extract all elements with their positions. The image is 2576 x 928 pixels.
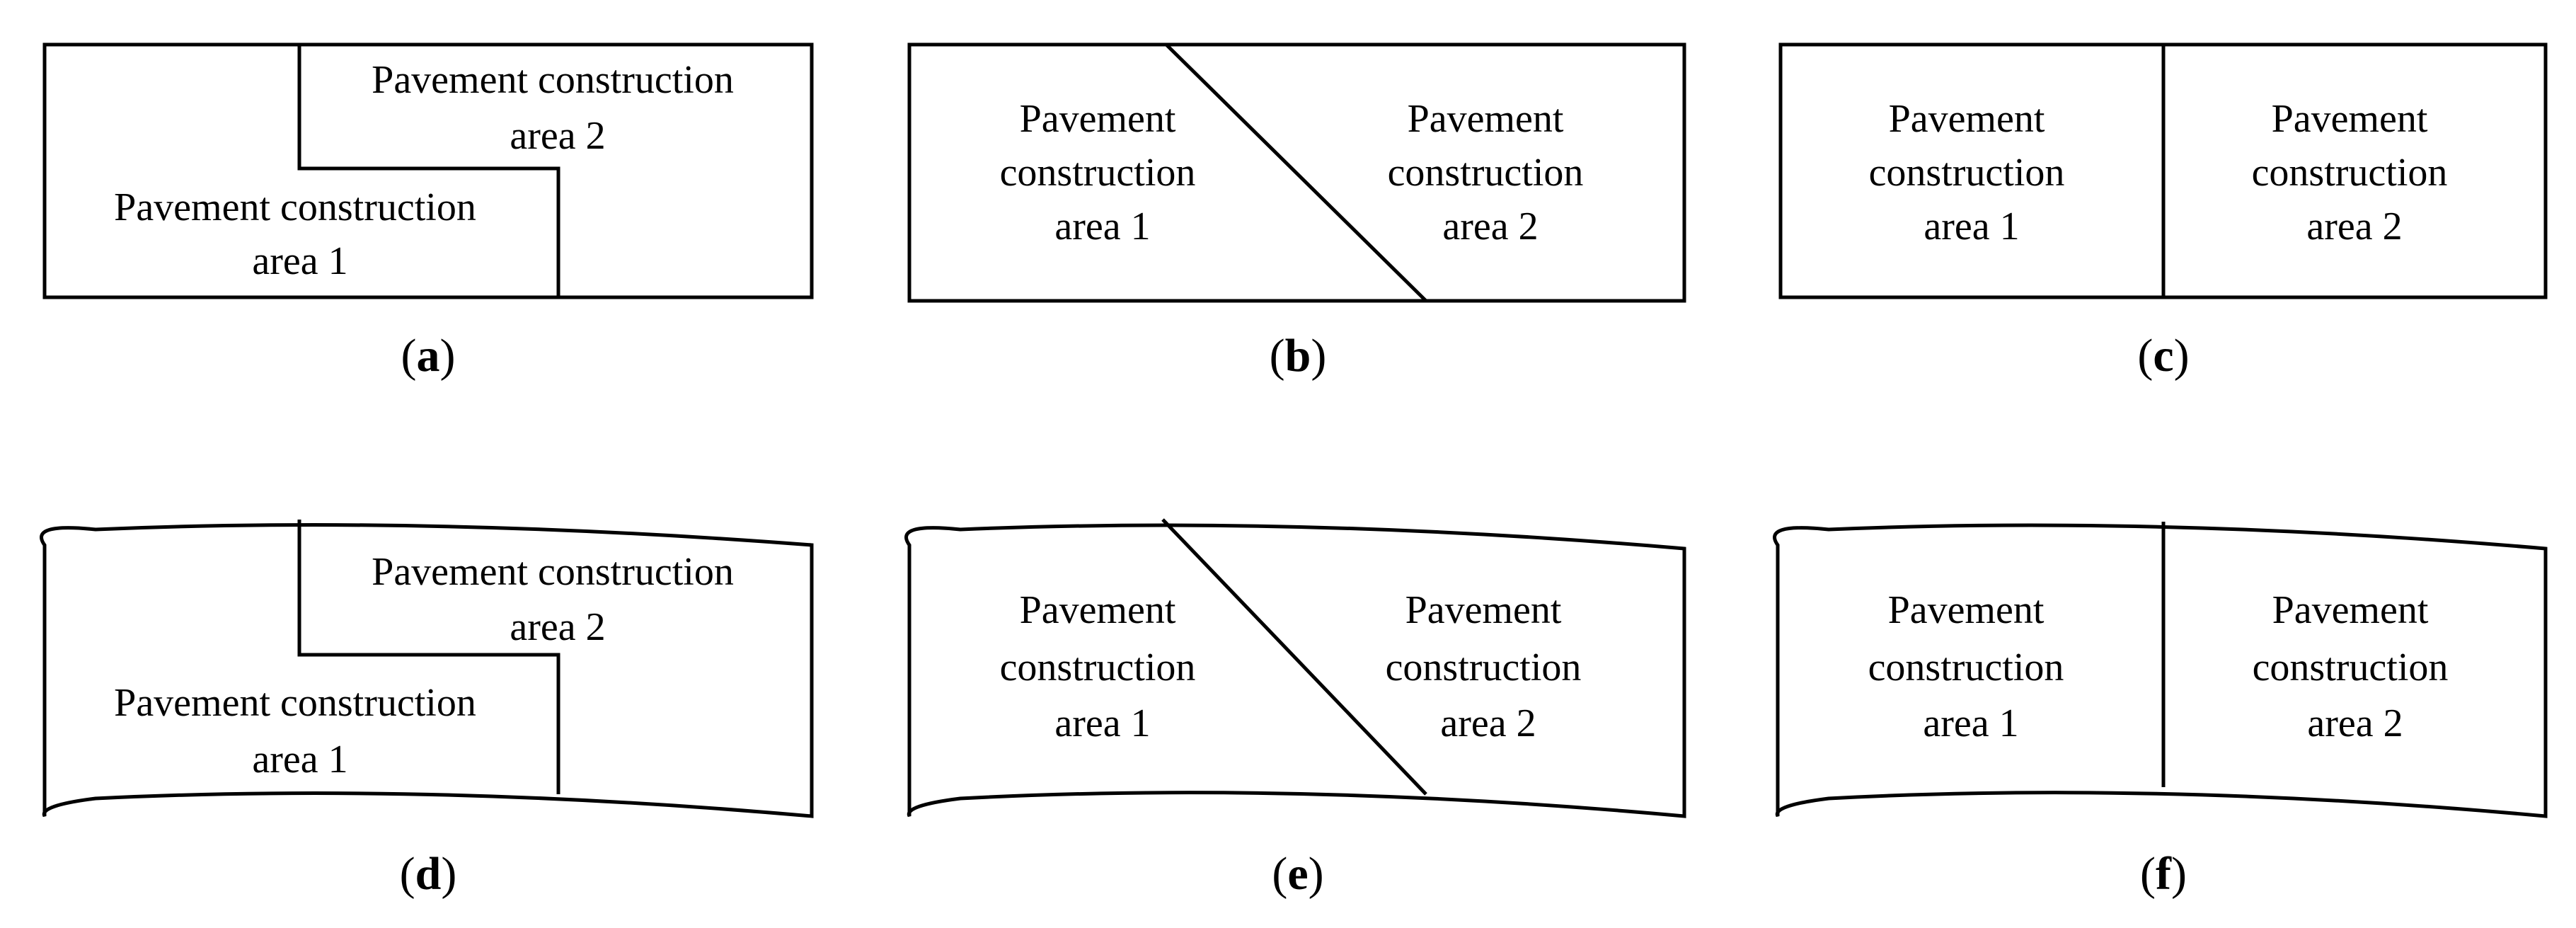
panel-b-area1-line-2: construction <box>1000 151 1196 195</box>
panel-e-outline <box>904 523 1686 818</box>
panel-e: Pavement construction area 1 Pavement co… <box>904 518 1686 900</box>
panel-a-area2-line-1: Pavement construction <box>372 58 734 102</box>
panel-e-divider <box>1161 518 1427 796</box>
panel-d-area1-label: Pavement construction area 1 <box>114 681 486 781</box>
panel-a-area2-line-2: area 2 <box>510 114 605 158</box>
panel-f-area2-line-3: area 2 <box>2307 701 2403 745</box>
panel-c-caption: (c) <box>2137 330 2189 382</box>
panel-e-area2-line-2: construction <box>1386 646 1582 689</box>
panel-c-outline <box>1778 42 2548 299</box>
panel-b-area2-line-2: construction <box>1388 151 1584 195</box>
panel-b-area1-label: Pavement construction area 1 <box>1000 97 1206 248</box>
panel-a-area1-label: Pavement construction area 1 <box>114 185 486 283</box>
panel-f-outline <box>1773 523 2548 818</box>
panel-d-area1-line-1: Pavement construction <box>114 681 476 725</box>
panel-a-caption: (a) <box>401 330 456 382</box>
panel-c: Pavement construction area 1 Pavement co… <box>1778 42 2548 382</box>
panel-f-area1-label: Pavement construction area 1 <box>1868 588 2074 745</box>
panel-a-outline <box>42 42 814 299</box>
panel-e-area1-label: Pavement construction area 1 <box>1000 588 1206 745</box>
panel-b-divider <box>1165 43 1427 302</box>
panel-b-area1-line-1: Pavement <box>1020 97 1176 141</box>
panel-c-area1-line-1: Pavement <box>1889 97 2045 141</box>
panel-b-area1-line-3: area 1 <box>1054 205 1150 248</box>
panel-d-area1-line-2: area 1 <box>252 738 347 781</box>
panel-f-area2-line-1: Pavement <box>2272 588 2429 632</box>
panel-b-area2-line-3: area 2 <box>1442 205 1538 248</box>
panel-d-area2-line-1: Pavement construction <box>372 550 734 594</box>
panel-d-outline <box>40 523 814 818</box>
panel-b-outline <box>907 42 1686 303</box>
panel-b: Pavement construction area 1 Pavement co… <box>907 42 1686 382</box>
panel-b-area2-label: Pavement construction area 2 <box>1388 97 1594 248</box>
panel-a-divider <box>297 45 560 297</box>
panel-a-area1-line-2: area 1 <box>252 239 347 283</box>
panel-f-area1-line-1: Pavement <box>1888 588 2045 632</box>
panel-a-area1-line-1: Pavement construction <box>114 185 476 229</box>
panel-c-area1-label: Pavement construction area 1 <box>1869 97 2075 248</box>
panel-f: Pavement construction area 1 Pavement co… <box>1773 522 2548 900</box>
panel-d-area2-line-2: area 2 <box>510 605 605 649</box>
panel-e-area2-label: Pavement construction area 2 <box>1386 588 1592 745</box>
panel-f-area1-line-3: area 1 <box>1923 701 2018 745</box>
panel-d-divider <box>297 520 560 794</box>
panel-f-area2-line-2: construction <box>2253 646 2449 689</box>
panel-e-area2-line-3: area 2 <box>1440 701 1536 745</box>
panel-a-area2-label: Pavement construction area 2 <box>372 58 744 158</box>
panel-c-area2-line-3: area 2 <box>2306 205 2402 248</box>
panel-f-area2-label: Pavement construction area 2 <box>2253 588 2459 745</box>
panel-d: Pavement construction area 2 Pavement co… <box>40 520 814 900</box>
panel-c-area2-label: Pavement construction area 2 <box>2252 97 2458 248</box>
panel-e-area1-line-2: construction <box>1000 646 1196 689</box>
panel-e-area1-line-3: area 1 <box>1054 701 1150 745</box>
panel-b-caption: (b) <box>1270 330 1327 382</box>
panel-f-caption: (f) <box>2140 848 2187 900</box>
panel-c-area2-line-1: Pavement <box>2272 97 2428 141</box>
panel-e-area2-line-1: Pavement <box>1405 588 1562 632</box>
panel-e-caption: (e) <box>1272 848 1323 900</box>
panel-d-caption: (d) <box>400 848 457 900</box>
panel-d-area2-label: Pavement construction area 2 <box>372 550 744 649</box>
panel-e-area1-line-1: Pavement <box>1020 588 1176 632</box>
panel-c-area1-line-3: area 1 <box>1924 205 2019 248</box>
panel-c-area1-line-2: construction <box>1869 151 2065 195</box>
panel-c-area2-line-2: construction <box>2252 151 2448 195</box>
panel-a: Pavement construction area 2 Pavement co… <box>42 42 814 382</box>
panel-b-area2-line-1: Pavement <box>1408 97 1564 141</box>
panel-f-area1-line-2: construction <box>1868 646 2064 689</box>
